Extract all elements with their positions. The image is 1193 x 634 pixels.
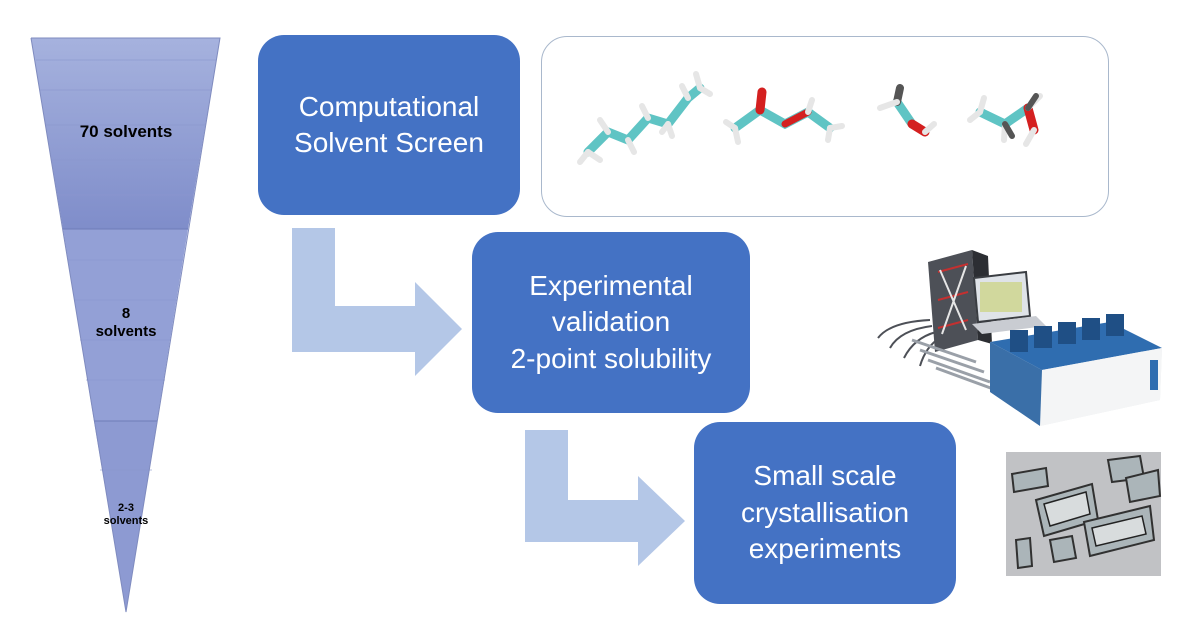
step-3-line-3: experiments <box>748 533 902 565</box>
ethyl-acetate-molecule-icon <box>723 87 845 145</box>
step-2-line-2: validation <box>551 306 671 338</box>
funnel-stage-1 <box>31 38 220 229</box>
funnel-label-8-number: 8 <box>121 305 131 322</box>
crystal-micrograph-icon <box>1006 452 1162 576</box>
flow-arrow-1 <box>292 228 462 376</box>
step-experimental-validation: Experimental validation 2-point solubili… <box>472 232 750 413</box>
step-1-line-2: Solvent Screen <box>294 127 484 158</box>
solubility-instrument-icon <box>877 250 1162 426</box>
step-1-line-1: Computational <box>298 90 480 122</box>
funnel-label-8-unit: solvents <box>95 323 157 340</box>
funnel-stage-3 <box>94 421 157 612</box>
step-3-line-2: crystallisation <box>740 496 910 528</box>
funnel-label-2-3-number: 2-3 <box>118 502 134 514</box>
step-3-line-1: Small scale <box>753 460 897 492</box>
hexane-molecule-icon <box>577 71 713 165</box>
flow-arrow-2 <box>525 430 685 566</box>
funnel-stage-2 <box>63 229 188 421</box>
funnel-label-8: 8 solvents <box>76 305 176 341</box>
step-2-line-1: Experimental <box>529 269 693 301</box>
funnel-label-2-3-unit: solvents <box>103 515 149 528</box>
step-small-scale-crystallisation: Small scale crystallisation experiments <box>694 422 956 604</box>
methanol-molecule-icon <box>877 84 937 137</box>
step-2-line-3: 2-point solubility <box>510 342 712 374</box>
step-computational-screen: Computational Solvent Screen <box>258 35 520 215</box>
funnel-label-70: 70 solvents <box>79 122 173 141</box>
funnel-label-2-3: 2-3 solvents <box>91 502 161 528</box>
propanol-molecule-icon <box>967 93 1043 147</box>
